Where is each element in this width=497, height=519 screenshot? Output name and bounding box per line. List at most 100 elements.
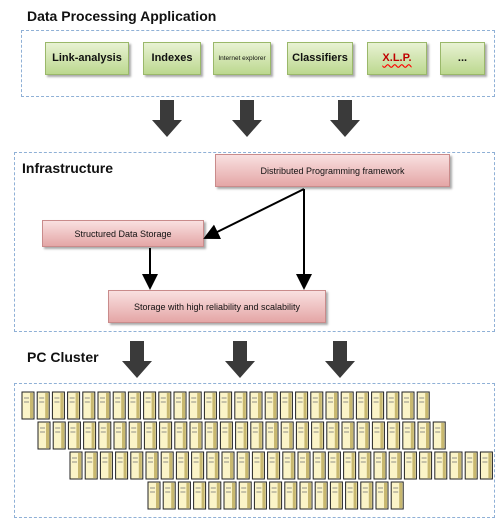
server-icon	[145, 451, 159, 480]
server-icon	[373, 451, 387, 480]
server-icon	[52, 421, 66, 450]
server-icon	[388, 451, 402, 480]
app-container	[21, 30, 495, 97]
server-icon	[67, 421, 81, 450]
server-icon	[284, 481, 298, 510]
server-icon	[204, 421, 218, 450]
server-icon	[419, 451, 433, 480]
server-icon	[295, 391, 309, 420]
block-arrow-5	[225, 341, 255, 378]
server-icon	[174, 421, 188, 450]
server-icon	[299, 481, 313, 510]
server-icon	[159, 421, 173, 450]
server-icon	[282, 451, 296, 480]
server-icon	[416, 391, 430, 420]
server-icon	[340, 391, 354, 420]
server-icon	[310, 391, 324, 420]
server-icon	[21, 391, 35, 420]
server-icon	[295, 421, 309, 450]
server-icon	[401, 391, 415, 420]
server-icon	[329, 481, 343, 510]
server-icon	[387, 421, 401, 450]
server-icon	[173, 391, 187, 420]
infrastructure-container	[14, 152, 495, 332]
server-icon	[97, 391, 111, 420]
server-icon	[360, 481, 374, 510]
server-icon	[188, 391, 202, 420]
server-icon	[311, 421, 325, 450]
app-section-title: Data Processing Application	[27, 8, 217, 24]
infrastructure-section-title: Infrastructure	[22, 160, 114, 176]
block-arrow-6	[325, 341, 355, 378]
server-icon	[99, 451, 113, 480]
server-icon	[434, 451, 448, 480]
server-icon	[386, 391, 400, 420]
cluster-section-title: PC Cluster	[27, 349, 99, 365]
server-icon	[314, 481, 328, 510]
app-box-link-analysis: Link-analysis	[45, 42, 129, 75]
arrow-framework-to-structured	[203, 188, 305, 239]
server-icon	[175, 451, 189, 480]
server-icon	[37, 421, 51, 450]
server-icon	[82, 391, 96, 420]
server-icon	[343, 451, 357, 480]
server-icon	[147, 481, 161, 510]
server-icon	[193, 481, 207, 510]
server-icon	[371, 391, 385, 420]
server-icon	[208, 481, 222, 510]
server-icon	[219, 421, 233, 450]
server-icon	[221, 451, 235, 480]
server-icon	[113, 421, 127, 450]
server-icon	[297, 451, 311, 480]
server-icon	[402, 421, 416, 450]
server-icon	[327, 451, 341, 480]
server-icon	[36, 391, 50, 420]
server-icon	[115, 451, 129, 480]
server-icon	[341, 421, 355, 450]
server-icon	[127, 391, 141, 420]
server-icon	[417, 421, 431, 450]
cluster-container	[14, 383, 495, 518]
server-icon	[98, 421, 112, 450]
server-icon	[356, 421, 370, 450]
server-icon	[249, 391, 263, 420]
server-icon	[326, 421, 340, 450]
server-icon	[191, 451, 205, 480]
server-icon	[390, 481, 404, 510]
server-icon	[279, 391, 293, 420]
server-icon	[234, 391, 248, 420]
server-icon	[269, 481, 283, 510]
block-arrow-1	[152, 100, 182, 137]
server-icon	[312, 451, 326, 480]
server-icon	[177, 481, 191, 510]
server-icon	[83, 421, 97, 450]
server-icon	[235, 421, 249, 450]
server-icon	[253, 481, 267, 510]
app-box-more: ...	[440, 42, 485, 75]
server-icon	[375, 481, 389, 510]
server-icon	[432, 421, 446, 450]
server-icon	[345, 481, 359, 510]
server-icon	[236, 451, 250, 480]
server-icon	[223, 481, 237, 510]
server-icon	[355, 391, 369, 420]
server-icon	[325, 391, 339, 420]
server-icon	[112, 391, 126, 420]
server-icon	[143, 421, 157, 450]
server-icon	[162, 481, 176, 510]
server-icon	[280, 421, 294, 450]
server-icon	[84, 451, 98, 480]
app-box-internet-explorer: Internet explorer	[213, 42, 271, 75]
reliable-storage-box: Storage with high reliability and scalab…	[108, 290, 326, 323]
server-icon	[265, 421, 279, 450]
server-icon	[219, 391, 233, 420]
framework-box: Distributed Programming framework	[215, 154, 450, 187]
server-icon	[449, 451, 463, 480]
app-box-indexes: Indexes	[143, 42, 201, 75]
server-icon	[479, 451, 493, 480]
server-icon	[143, 391, 157, 420]
block-arrow-2	[232, 100, 262, 137]
server-icon	[51, 391, 65, 420]
block-arrow-3	[330, 100, 360, 137]
